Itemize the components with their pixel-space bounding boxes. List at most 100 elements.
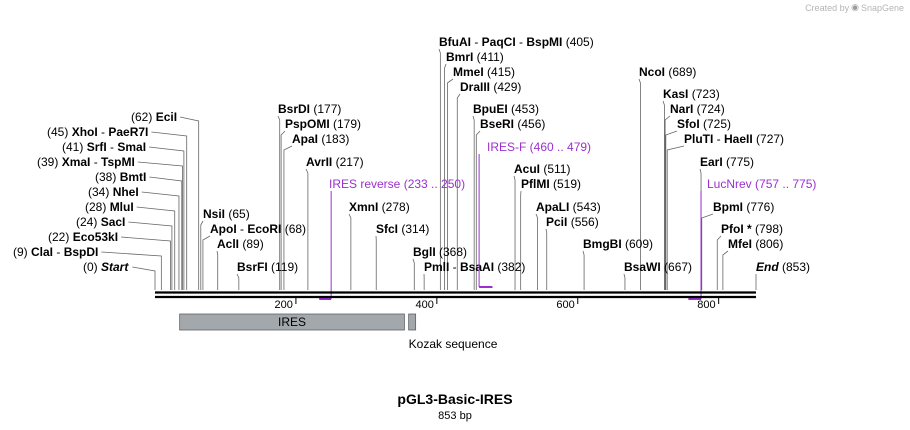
- site-bsrfi[interactable]: BsrFI (119): [237, 260, 298, 274]
- site-apali[interactable]: ApaLI (543): [536, 200, 601, 214]
- site-label[interactable]: (9) ClaI - BspDI: [13, 245, 98, 259]
- site-label[interactable]: SfcI (314): [376, 222, 429, 236]
- site-bpuei[interactable]: BpuEI (453): [473, 102, 539, 116]
- site-end[interactable]: End (853): [756, 260, 810, 274]
- site-bfuai-paqci-bspmi[interactable]: BfuAI - PaqCI - BspMI (405): [439, 35, 594, 49]
- primer-label[interactable]: IRES-F (460 .. 479): [487, 140, 591, 154]
- site-label[interactable]: MmeI (415): [453, 65, 515, 79]
- feature-ires[interactable]: IRES: [179, 313, 405, 331]
- site-bsrdi[interactable]: BsrDI (177): [278, 102, 341, 116]
- site-label[interactable]: PspOMI (179): [285, 117, 361, 131]
- site-label[interactable]: End (853): [756, 260, 810, 274]
- site-label[interactable]: NarI (724): [670, 102, 725, 116]
- site-label[interactable]: DraIII (429): [460, 80, 521, 94]
- site-label[interactable]: BsrDI (177): [278, 102, 341, 116]
- site-label[interactable]: (0) Start: [83, 260, 129, 274]
- site-mmei[interactable]: MmeI (415): [453, 65, 515, 79]
- site-label[interactable]: PmlI - BsaAI (382): [424, 260, 525, 274]
- site-label[interactable]: MfeI (806): [728, 237, 783, 251]
- site-label[interactable]: ApaLI (543): [536, 200, 601, 214]
- site-label[interactable]: (38) BmtI: [95, 170, 146, 184]
- site-kasi[interactable]: KasI (723): [663, 87, 720, 101]
- feature-bar[interactable]: [408, 313, 417, 331]
- site-bsawi[interactable]: BsaWI (667): [624, 260, 692, 274]
- site-label[interactable]: (41) SrfI - SmaI: [62, 140, 146, 154]
- site-xmni[interactable]: XmnI (278): [349, 200, 410, 214]
- site-start[interactable]: (0) Start: [83, 260, 129, 274]
- site-sfoi[interactable]: SfoI (725): [677, 117, 731, 131]
- site-pmli-bsaai[interactable]: PmlI - BsaAI (382): [424, 260, 525, 274]
- site-mfei[interactable]: MfeI (806): [728, 237, 783, 251]
- site-ncoi[interactable]: NcoI (689): [639, 65, 696, 79]
- site-label[interactable]: BglI (368): [413, 245, 467, 259]
- primer-ires-reverse[interactable]: IRES reverse (233 .. 250): [319, 177, 465, 300]
- site-label[interactable]: AvrII (217): [306, 155, 364, 169]
- primer-ires-f[interactable]: IRES-F (460 .. 479): [478, 140, 591, 288]
- site-sfci[interactable]: SfcI (314): [376, 222, 429, 236]
- site-bseri[interactable]: BseRI (456): [480, 117, 545, 131]
- site-apoi-ecori[interactable]: ApoI - EcoRI (68): [210, 222, 306, 236]
- site-srfi-smai[interactable]: (41) SrfI - SmaI: [62, 140, 146, 154]
- site-label[interactable]: PflMI (519): [521, 177, 581, 191]
- site-label[interactable]: BfuAI - PaqCI - BspMI (405): [439, 35, 594, 49]
- site-label[interactable]: (24) SacI: [76, 215, 125, 229]
- site-pfoi[interactable]: PfoI * (798): [721, 222, 783, 236]
- feature-kozak-sequence[interactable]: Kozak sequence: [408, 313, 498, 351]
- site-pspomi[interactable]: PspOMI (179): [285, 117, 361, 131]
- site-label[interactable]: (34) NheI: [88, 185, 139, 199]
- site-saci[interactable]: (24) SacI: [76, 215, 125, 229]
- site-label[interactable]: EarI (775): [700, 155, 754, 169]
- site-xmai-tspmi[interactable]: (39) XmaI - TspMI: [37, 155, 135, 169]
- site-label[interactable]: BsaWI (667): [624, 260, 692, 274]
- site-label[interactable]: (39) XmaI - TspMI: [37, 155, 135, 169]
- site-label[interactable]: SfoI (725): [677, 117, 731, 131]
- site-pluti-haeii[interactable]: PluTI - HaeII (727): [684, 132, 784, 146]
- site-bpmi[interactable]: BpmI (776): [713, 200, 774, 214]
- site-label[interactable]: (45) XhoI - PaeR7I: [47, 125, 148, 139]
- site-apai[interactable]: ApaI (183): [292, 132, 349, 146]
- primer-label[interactable]: LucNrev (757 .. 775): [707, 177, 816, 191]
- site-label[interactable]: PluTI - HaeII (727): [684, 132, 784, 146]
- site-label[interactable]: PciI (556): [546, 215, 599, 229]
- site-label[interactable]: AcuI (511): [514, 162, 570, 176]
- site-acui[interactable]: AcuI (511): [514, 162, 570, 176]
- site-pcii[interactable]: PciI (556): [546, 215, 599, 229]
- site-label[interactable]: BmrI (411): [446, 50, 504, 64]
- site-bgli[interactable]: BglI (368): [413, 245, 467, 259]
- site-bmgbi[interactable]: BmgBI (609): [583, 237, 653, 251]
- site-avrii[interactable]: AvrII (217): [306, 155, 364, 169]
- site-label[interactable]: (28) MluI: [85, 200, 134, 214]
- site-label[interactable]: BpuEI (453): [473, 102, 539, 116]
- site-acli[interactable]: AclI (89): [217, 237, 264, 251]
- site-label[interactable]: BseRI (456): [480, 117, 545, 131]
- site-label[interactable]: NcoI (689): [639, 65, 696, 79]
- site-pflmi[interactable]: PflMI (519): [521, 177, 581, 191]
- site-label[interactable]: XmnI (278): [349, 200, 410, 214]
- primer-lucnrev[interactable]: LucNrev (757 .. 775): [688, 177, 816, 300]
- site-label[interactable]: AclI (89): [217, 237, 264, 251]
- site-ecii[interactable]: (62) EciI: [131, 110, 177, 124]
- site-bmti[interactable]: (38) BmtI: [95, 170, 146, 184]
- site-label[interactable]: PfoI * (798): [721, 222, 783, 236]
- site-label[interactable]: (62) EciI: [131, 110, 177, 124]
- site-label[interactable]: ApaI (183): [292, 132, 349, 146]
- site-label[interactable]: ApoI - EcoRI (68): [210, 222, 306, 236]
- site-eari[interactable]: EarI (775): [700, 155, 754, 169]
- site-clai-bspdi[interactable]: (9) ClaI - BspDI: [13, 245, 98, 259]
- site-draiii[interactable]: DraIII (429): [460, 80, 521, 94]
- feature-bar[interactable]: [179, 313, 405, 331]
- site-label[interactable]: KasI (723): [663, 87, 720, 101]
- site-nhei[interactable]: (34) NheI: [88, 185, 139, 199]
- site-label[interactable]: BsrFI (119): [237, 260, 298, 274]
- site-label[interactable]: NsiI (65): [203, 207, 250, 221]
- site-label[interactable]: BmgBI (609): [583, 237, 653, 251]
- site-xhoi-paer7i[interactable]: (45) XhoI - PaeR7I: [47, 125, 148, 139]
- site-eco53ki[interactable]: (22) Eco53kI: [48, 230, 118, 244]
- primer-label[interactable]: IRES reverse (233 .. 250): [329, 177, 465, 191]
- site-label[interactable]: BpmI (776): [713, 200, 774, 214]
- site-nsii[interactable]: NsiI (65): [203, 207, 250, 221]
- site-bmri[interactable]: BmrI (411): [446, 50, 504, 64]
- site-mlui[interactable]: (28) MluI: [85, 200, 134, 214]
- site-nari[interactable]: NarI (724): [670, 102, 725, 116]
- site-label[interactable]: (22) Eco53kI: [48, 230, 118, 244]
